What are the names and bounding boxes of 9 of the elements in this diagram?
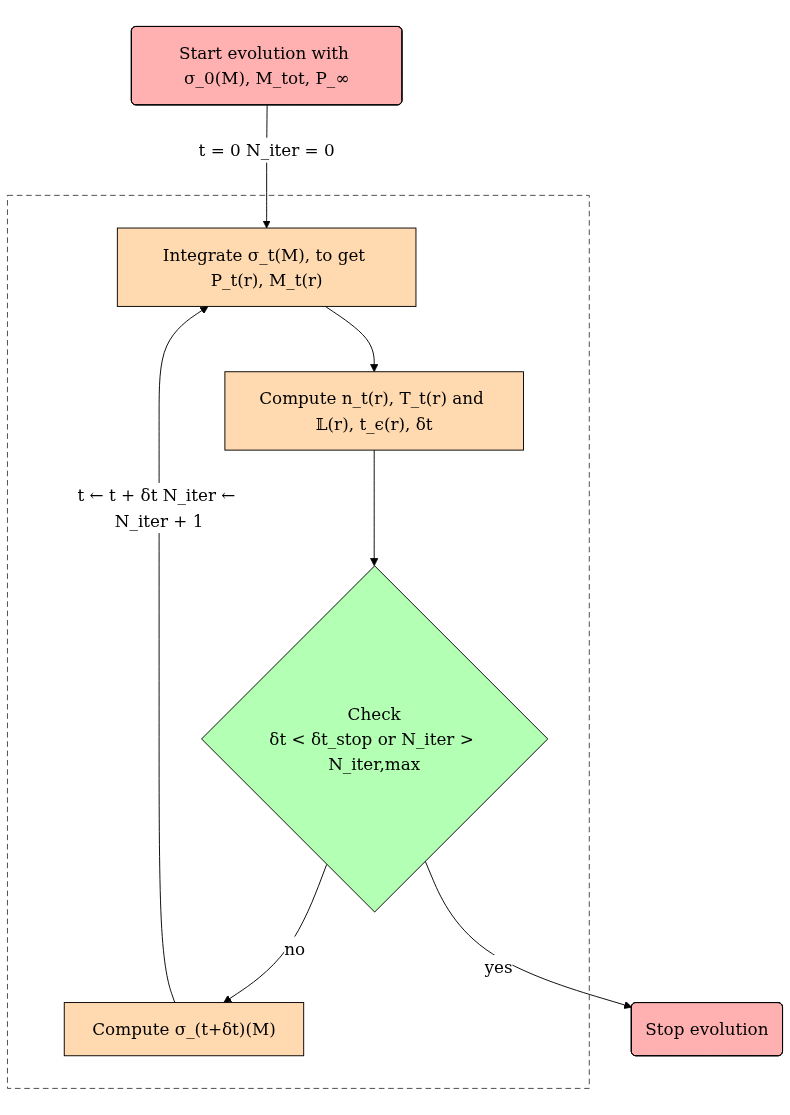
- node-diamond: Check δt < δt_stop or N_iter > N_iter,max: [201, 565, 549, 913]
- edge-label: t = 0 N_iter = 0: [198, 140, 335, 160]
- edge-label: yes: [484, 957, 513, 978]
- edge-label: no: [284, 939, 306, 959]
- node-box: Compute n_t(r), T_t(r) and 𝕃(r), t_ϵ(r), δt: [224, 371, 524, 451]
- node-box: Compute σ_(t+δt)(M): [63, 1002, 305, 1057]
- edge-label: t ← t + δt N_iter ← N_iter + 1: [77, 485, 236, 531]
- node-box: Integrate σ_t(M), to get P_t(r), M_t(r): [116, 227, 417, 307]
- cluster: [7, 194, 590, 1089]
